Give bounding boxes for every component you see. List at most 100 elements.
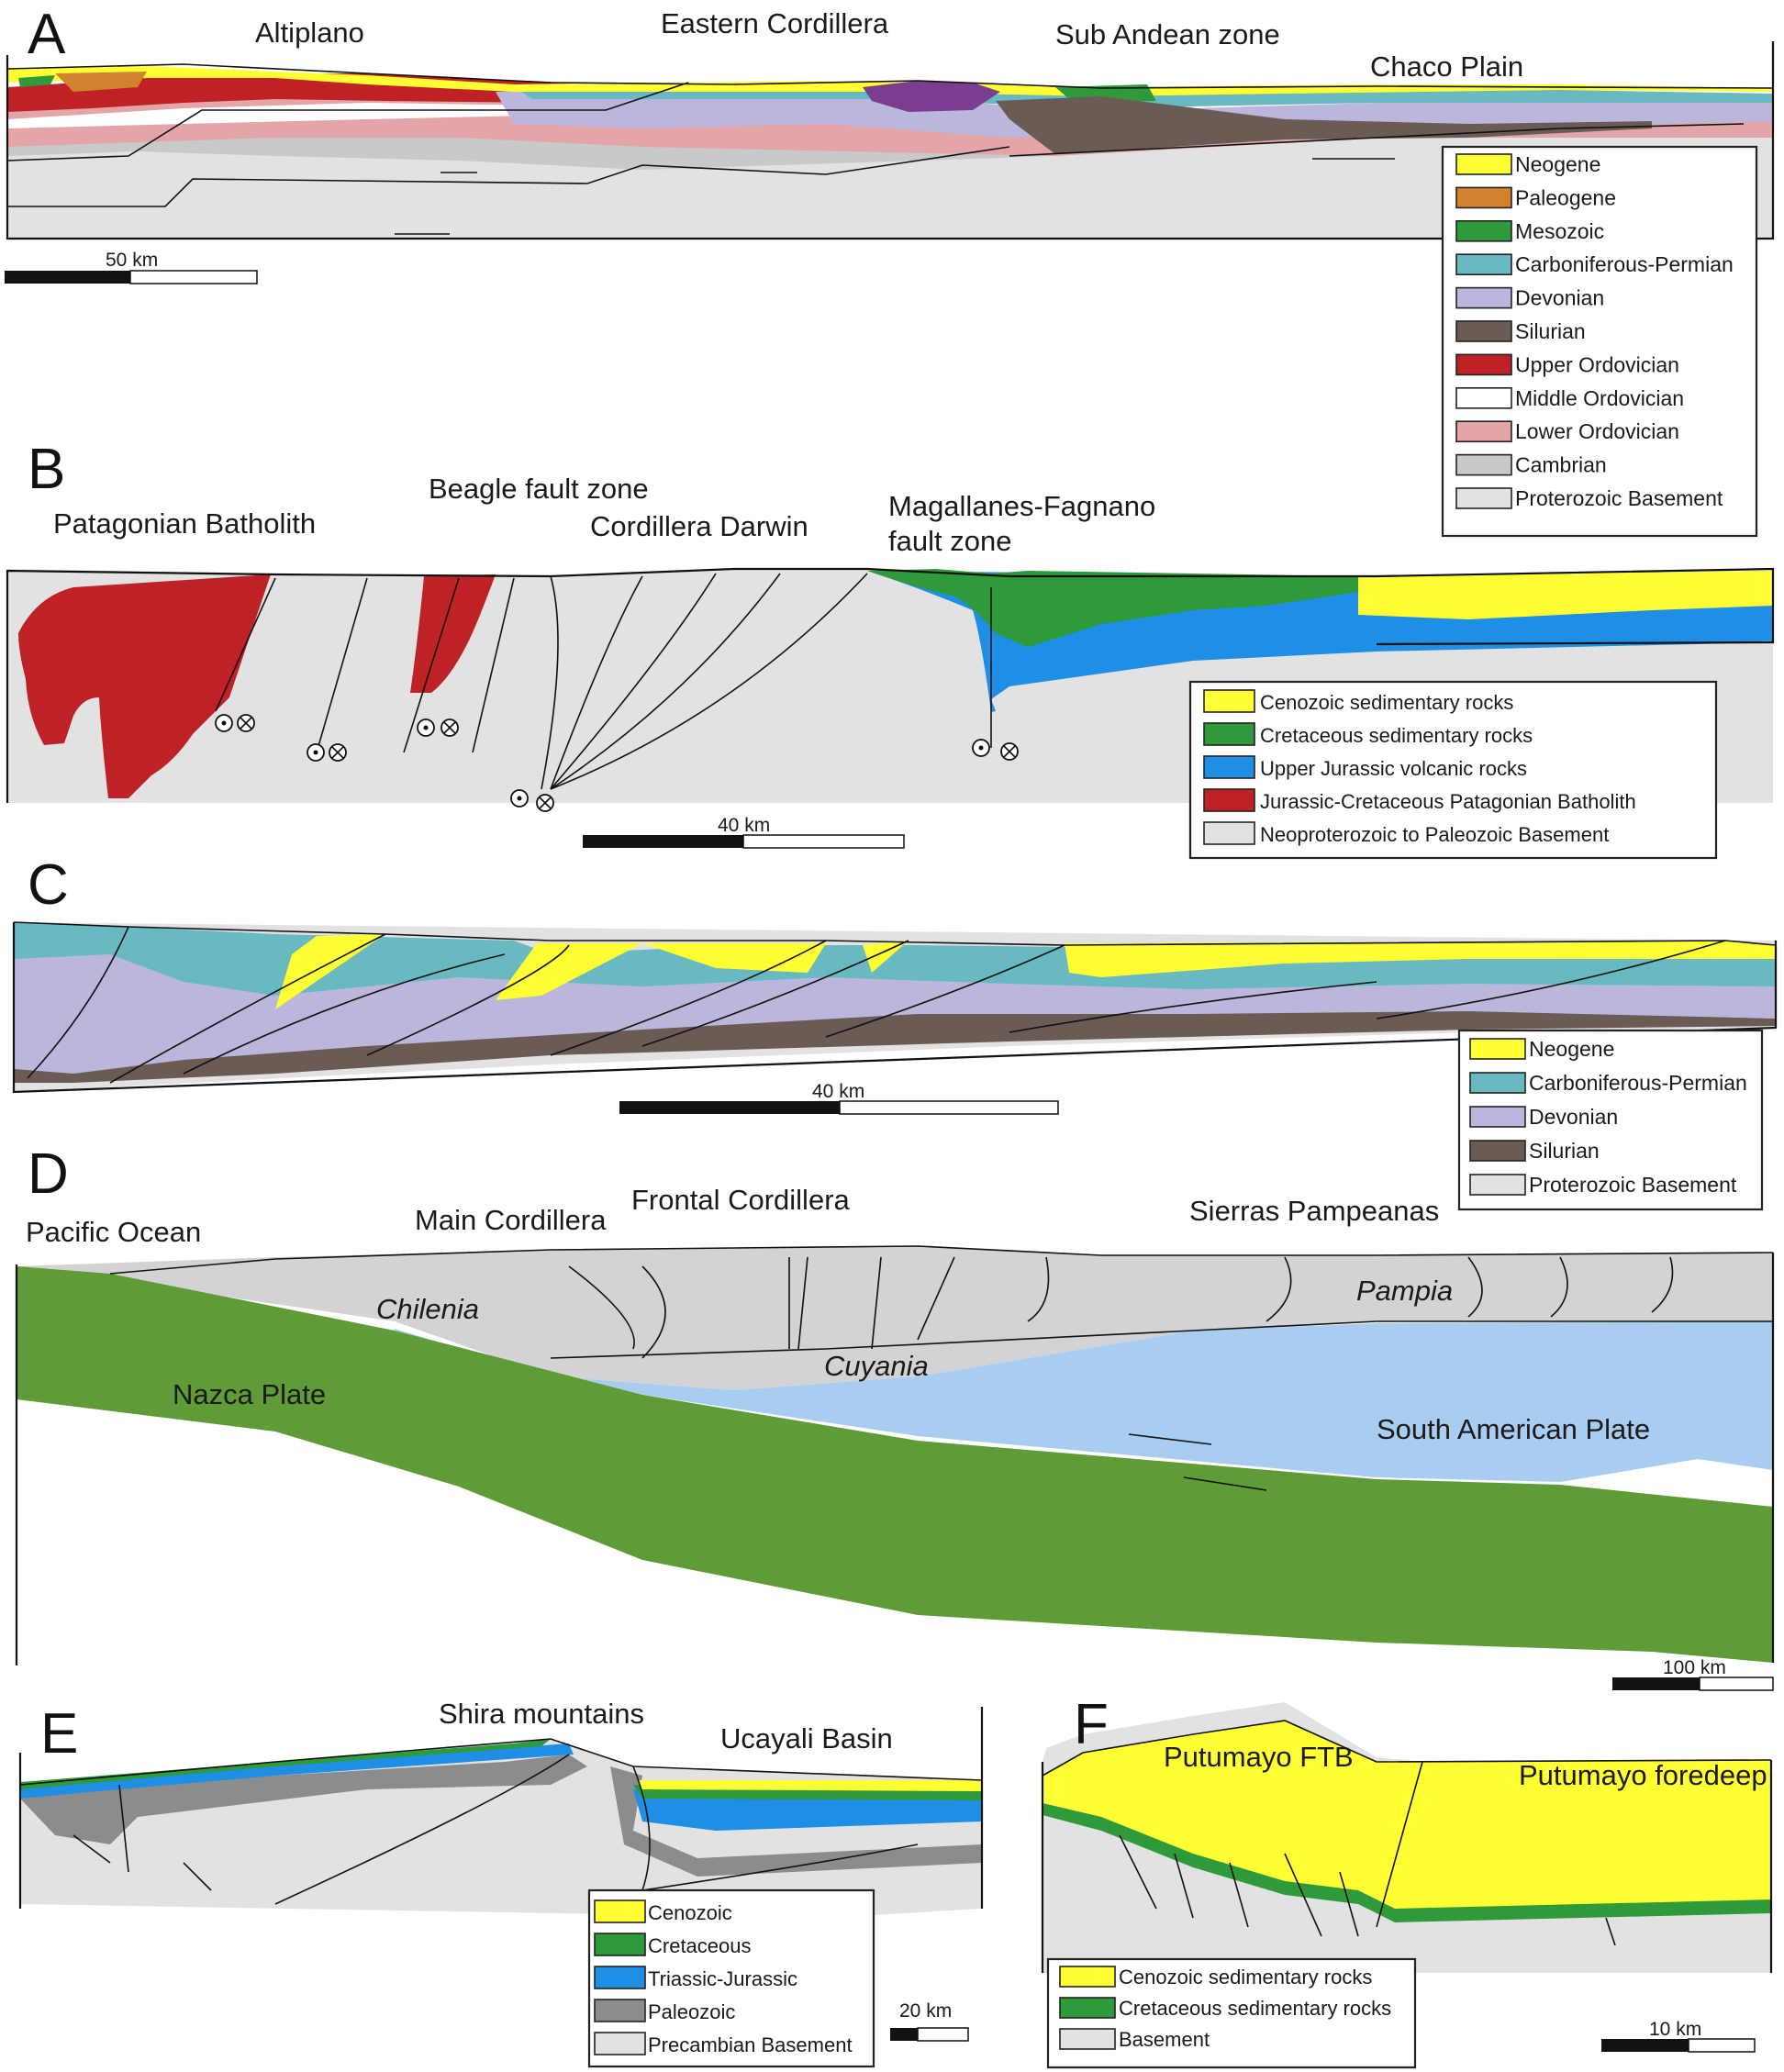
legend-a-swatch [1455, 420, 1512, 443]
region-beagle-fault-zone: Beagle fault zone [429, 473, 649, 505]
legend-a-swatch [1455, 186, 1512, 209]
scale-a-label: 50 km [106, 250, 158, 271]
legend-a-label: Silurian [1515, 319, 1586, 343]
e-cretaceous-1 [20, 1739, 551, 1789]
b-fault-6 [550, 575, 643, 790]
legend-f-swatch [1059, 2028, 1116, 2050]
panel-a [6, 41, 1775, 240]
legend-a-label: Carboniferous-Permian [1515, 252, 1734, 276]
c-thrust-2 [109, 933, 386, 1084]
legend-b-swatch [1203, 821, 1255, 845]
d-fault-9 [1467, 1256, 1483, 1318]
legend-e-swatch [594, 1999, 646, 2022]
legend-a-label: Neogene [1515, 152, 1600, 176]
c-thrust-3 [183, 953, 506, 1075]
b-fault-7 [550, 573, 717, 790]
d-topo [109, 1245, 1774, 1275]
legend-e-label: Cenozoic [648, 1901, 732, 1924]
b-cenozoic [1358, 571, 1773, 619]
legend-b-label: Neoproterozoic to Paleozoic Basement [1260, 823, 1609, 846]
legend-a-label: Upper Ordovician [1515, 352, 1679, 376]
c-neogene-2 [496, 943, 642, 1000]
d-moho [550, 1320, 1773, 1359]
c-neogene-5 [863, 941, 909, 973]
e-cenozoic [638, 1780, 982, 1791]
legend-e-label: Cretaceous [648, 1934, 752, 1957]
panel-b-letter: B [28, 438, 65, 501]
region-putumayo-foredeep: Putumayo foredeep [1519, 1759, 1767, 1791]
scale-bar-a: 50 km [5, 250, 258, 284]
e-thrust-3 [641, 1844, 919, 1891]
d-fault-6 [917, 1256, 955, 1341]
legend-c-swatch [1469, 1072, 1526, 1094]
a-mesozoic-2 [18, 75, 55, 87]
panel-e-letter: E [40, 1702, 78, 1766]
region-main-cordillera: Main Cordillera [415, 1204, 607, 1236]
region-eastern-cordillera: Eastern Cordillera [661, 7, 889, 39]
legend-a-swatch [1455, 453, 1512, 476]
legend-c-label: Neogene [1529, 1037, 1614, 1061]
c-outline [12, 922, 1778, 1094]
c-thrust-6 [641, 940, 909, 1047]
region-altiplano: Altiplano [255, 17, 364, 49]
scale-bar-e: 20 km [890, 2000, 969, 2042]
region-cordillera-darwin: Cordillera Darwin [590, 510, 808, 542]
d-continental-crust [17, 1246, 1773, 1390]
d-nazca-plate [17, 1266, 1773, 1663]
legend-b-swatch [1203, 788, 1255, 812]
d-fault-5 [871, 1256, 882, 1350]
panel-d-letter: D [28, 1142, 69, 1206]
panel-c [12, 921, 1778, 1094]
panel-a-letter: A [28, 3, 66, 66]
legend-a-swatch [1455, 487, 1512, 509]
legend-f-label: Cretaceous sedimentary rocks [1119, 1997, 1391, 2020]
a-middle-ordovician [7, 103, 597, 128]
f-fault-main [1376, 1761, 1423, 1928]
f-fault-3 [1339, 1871, 1359, 1937]
legend-a-swatch [1455, 353, 1512, 376]
b-fault-1 [215, 577, 276, 712]
panel-c-letter: C [28, 853, 69, 917]
legend-f-label: Basement [1119, 2028, 1210, 2051]
a-outline [6, 41, 1775, 240]
region-fault-zone: fault zone [888, 525, 1011, 557]
legend-e-swatch [594, 2032, 646, 2055]
f-outline [1041, 1760, 1773, 1973]
b-cretaceous [867, 569, 1358, 647]
region-shira-mountains: Shira mountains [439, 1698, 644, 1730]
c-neogene-1 [275, 934, 385, 1009]
legend-c-label: Devonian [1529, 1105, 1618, 1129]
e-triassic-jurassic-1 [20, 1743, 574, 1799]
region-sierras-pampeanas: Sierras Pampeanas [1189, 1195, 1439, 1227]
b-fault-4 [472, 577, 515, 753]
region-patagonian-batholith: Patagonian Batholith [53, 507, 316, 540]
scale-bar-d: 100 km [1612, 1657, 1774, 1691]
legend-e-label: Triassic-Jurassic [648, 1967, 797, 1990]
a-paleogene [55, 72, 147, 92]
e-arrow-1 [72, 1834, 111, 1864]
legend-e-swatch [594, 1966, 646, 1989]
region-pacific-ocean: Pacific Ocean [26, 1216, 201, 1248]
legend-a-swatch [1455, 286, 1512, 309]
region-magallanes-fagnano: Magallanes-Fagnano [888, 490, 1155, 522]
plate-nazca: Nazca Plate [173, 1378, 326, 1410]
legend-e-swatch [594, 1899, 646, 1923]
legend-a-label: Lower Ordovician [1515, 419, 1679, 443]
f-cretaceous [1043, 1803, 1771, 1922]
a-silurian [996, 96, 1652, 154]
b-outline [6, 567, 1775, 803]
scale-bar-f: 10 km [1601, 2019, 1756, 2053]
c-topo [13, 921, 1777, 946]
f-cenozoic [1043, 1721, 1771, 1909]
e-arrow-2 [183, 1862, 212, 1891]
c-thrust-7 [825, 944, 1065, 1038]
legend-e-swatch [594, 1933, 646, 1956]
legend-c-swatch [1469, 1106, 1526, 1128]
region-chaco-plain: Chaco Plain [1370, 50, 1523, 83]
b-fault-5 [541, 575, 559, 790]
legend-c-label: Silurian [1529, 1139, 1600, 1163]
d-fault-1 [568, 1265, 635, 1350]
legend-a-label: Proterozoic Basement [1515, 486, 1723, 510]
